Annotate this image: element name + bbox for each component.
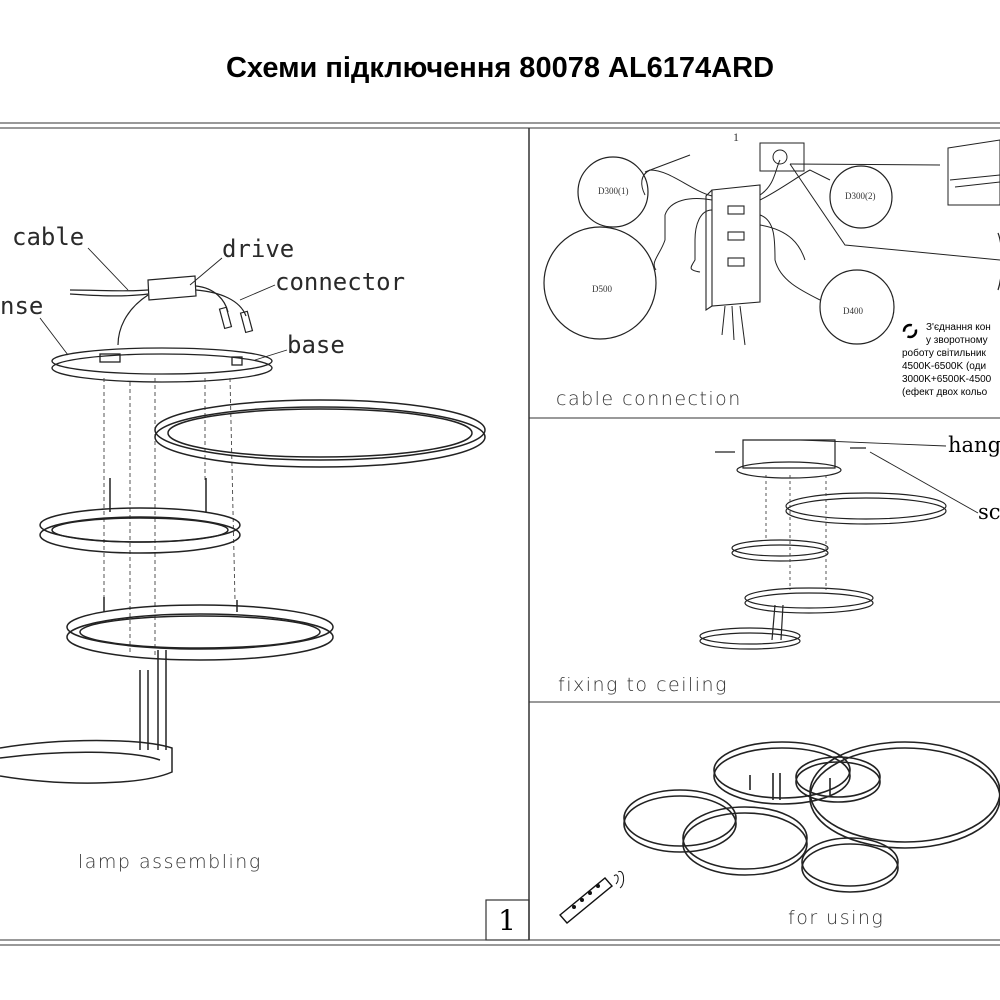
caption-fixing-to-ceiling: fixing to ceiling: [558, 674, 728, 696]
lamp-assembling-panel: cable drive connector nse base: [0, 223, 486, 873]
ring-second: [39, 478, 241, 554]
note-line-3: роботу світильник: [902, 347, 987, 359]
fixing-wires: [765, 475, 827, 590]
assembled-lamp: [623, 741, 1000, 893]
note-line-5: 3000K+6500K-4500: [902, 374, 992, 385]
ring-circles: [543, 156, 1000, 345]
note-line-6: (ефект двох кольо: [902, 386, 988, 398]
ring-third: [66, 597, 334, 661]
ring-label-d500: D500: [592, 284, 612, 294]
driver-with-wires: [69, 275, 254, 346]
for-using-panel: for using: [558, 741, 1000, 929]
ring-bottom: [0, 650, 173, 784]
label-cable: cable: [12, 223, 84, 251]
caption-for-using: for using: [788, 907, 884, 929]
label-base: base: [287, 331, 345, 359]
remote-control-icon: [558, 870, 625, 924]
frame: [0, 122, 1000, 946]
label-connector: connector: [275, 268, 405, 296]
connection-wires: [641, 154, 1000, 346]
note-line-2: у зворотному: [926, 335, 988, 346]
label-drive: drive: [222, 235, 294, 263]
ring-large-top: [154, 399, 486, 468]
step-number: 1: [733, 130, 739, 144]
page-number: 1: [498, 904, 516, 937]
label-fuse: nse: [0, 292, 43, 320]
ring-label-d300-1: D300(1): [598, 186, 629, 196]
page-title: Схеми підключення 80078 AL6174ARD: [225, 52, 775, 84]
driver-unit: [705, 184, 761, 312]
leader-lines: [39, 247, 288, 361]
caption-lamp-assembling: lamp assembling: [78, 851, 262, 873]
note-line-1: З'єднання кон: [926, 322, 991, 333]
note-line-4: 4500K-6500K (оди: [902, 361, 986, 372]
ceiling-base: [51, 347, 273, 383]
ring-label-d400: D400: [843, 306, 863, 316]
fixing-to-ceiling-panel: hang sc fixing to ceiling: [558, 433, 1000, 696]
fixing-leaders: [799, 439, 979, 514]
fixing-assembly: [699, 439, 947, 650]
connector-box: [759, 139, 1000, 206]
label-screw: sc: [978, 500, 1000, 524]
label-hang: hang: [948, 433, 1000, 457]
cable-connection-panel: 1 D300(1) D500 D300(2) D400: [543, 130, 1000, 410]
rotate-icon: [902, 323, 918, 339]
caption-cable-connection: cable connection: [556, 388, 742, 410]
ring-label-d300-2: D300(2): [845, 191, 876, 201]
